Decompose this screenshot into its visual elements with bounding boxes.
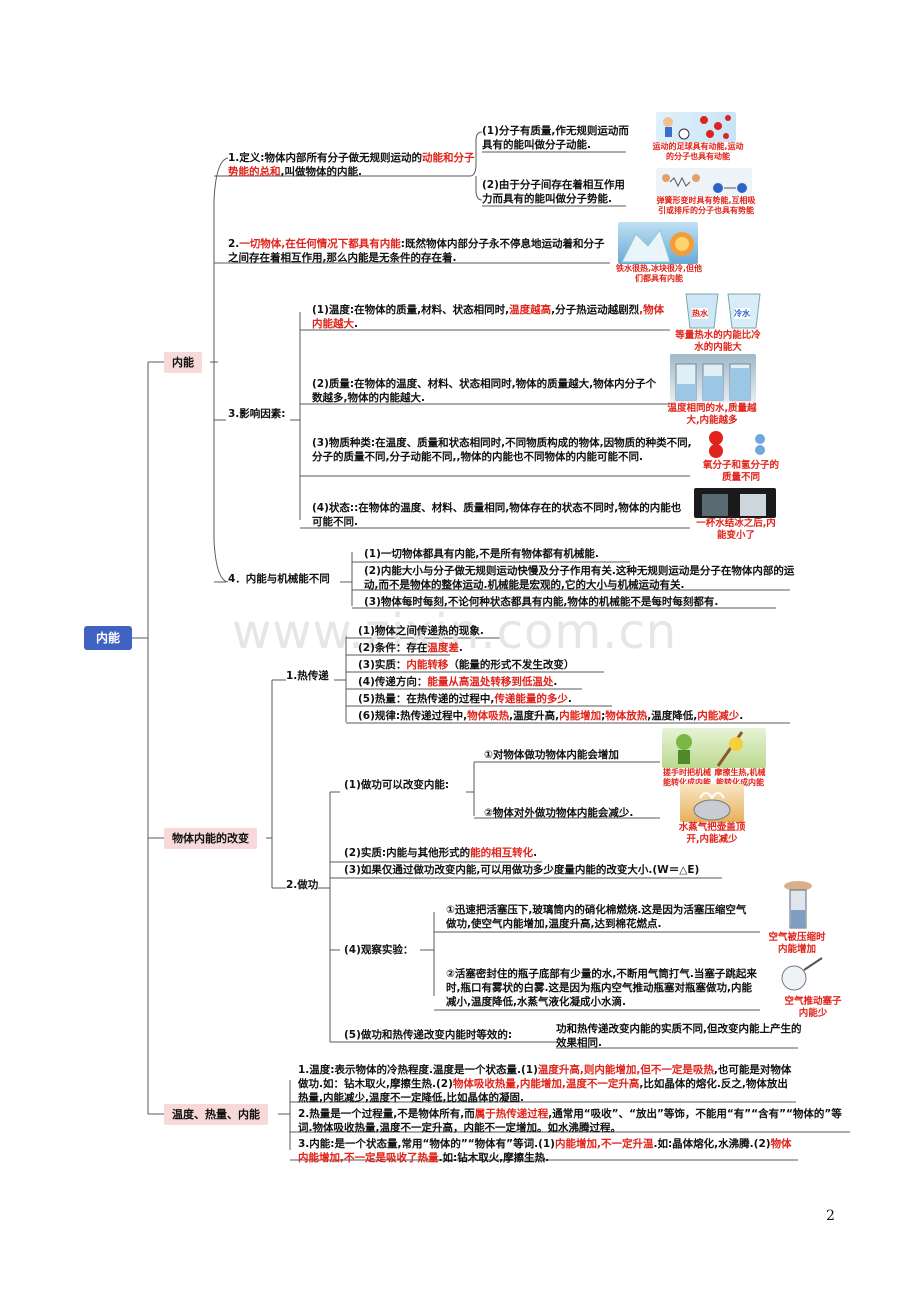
branch-compare[interactable]: 温度、热量、内能 xyxy=(164,1104,268,1125)
factor-kind-text: (3)物质种类:在温度、质量和状态相同时,不同物质构成的物体,因物质的种类不同,… xyxy=(312,437,692,463)
bottle-pump-caption: 空气推动塞子内能少 xyxy=(784,996,842,1019)
always-internal-energy-text: 2.一切物体,在任何情况下都具有内能:既然物体内部分子永不停息地运动着和分子之间… xyxy=(228,238,605,264)
work-1b-text: ②物体对外做功物体内能会减少. xyxy=(484,807,634,819)
compare-internal-energy-text: 3.内能:是一个状态量,常用“物体的”“物体有”等词.(1)内能增加,不一定升温… xyxy=(298,1138,792,1164)
ice-iron-image xyxy=(618,222,698,264)
oxygen-hydrogen-image xyxy=(698,430,778,460)
work-4a-text: ①迅速把活塞压下,玻璃筒内的硝化棉燃烧.这是因为活塞压缩空气做功,使空气内能增加… xyxy=(446,904,747,930)
heat-2-text: (2)条件：存在温度差. xyxy=(358,642,463,654)
factors-label: 3.影响因素: xyxy=(228,408,286,420)
bottle-pump-image xyxy=(778,950,826,994)
rubbing-hands-caption: 搓手时把机械能转化成内能 xyxy=(663,768,711,787)
water-ice-image xyxy=(694,488,776,518)
work-5-text: (5)做功和热传递改变内能时等效的: xyxy=(344,1029,513,1041)
mech-3-text: (3)物体每时每刻,不论何种状态都具有内能,物体的机械能不是每时每刻都有. xyxy=(364,596,719,608)
friction-caption: 摩擦生热,机械能转化成内能 xyxy=(714,768,766,787)
heat-5-text: (5)热量：在热传递的过程中,传递能量的多少. xyxy=(358,693,572,705)
heat-4-text: (4)传递方向：能量从高温处转移到低温处. xyxy=(358,676,558,688)
football-molecule-caption: 运动的足球具有动能,运动的分子也具有动能 xyxy=(652,142,744,161)
spring-molecule-caption: 弹簧形变时具有势能,互相吸引或排斥的分子也具有势能 xyxy=(656,196,756,215)
work-5b-text: 功和热传递改变内能的实质不同,但改变内能上产生的效果相同. xyxy=(556,1023,802,1049)
kettle-steam-image xyxy=(680,784,744,822)
spring-molecule-image xyxy=(656,168,752,196)
root-node[interactable]: 内能 xyxy=(84,626,132,650)
factor-mass-text: (2)质量:在物体的温度、材料、状态相同时,物体的质量越大,物体内分子个数越多,… xyxy=(312,378,657,404)
page-number: 2 xyxy=(826,1208,835,1224)
definition-text: 1.定义:物体内部所有分子做无规则运动的动能和分子势能的总和,叫做物体的内能. xyxy=(228,152,475,178)
mech-label: 4．内能与机械能不同 xyxy=(228,573,330,585)
hot-cold-caption: 等量热水的内能比冷水的内能大 xyxy=(675,330,761,353)
work-2-text: (2)实质:内能与其他形式的能的相互转化. xyxy=(344,847,538,859)
football-molecule-image xyxy=(656,112,736,142)
heat-6-text: (6)规律:热传递过程中,物体吸热,温度升高,内能增加;物体放热,温度降低,内能… xyxy=(358,710,744,722)
heat-3-text: (3)实质：内能转移（能量的形式不发生改变） xyxy=(358,659,575,671)
watermark: www.zixin.com.cn xyxy=(232,604,678,660)
piston-caption: 空气被压缩时内能增加 xyxy=(768,932,826,955)
work-4b-text: ②活塞密封住的瓶子底部有少量的水,不断用气筒打气.当塞子跳起来时,瓶口有雾状的白… xyxy=(446,968,757,1008)
piston-image xyxy=(778,880,818,932)
mech-1-text: (1)一切物体都具有内能,不是所有物体都有机械能. xyxy=(364,548,599,560)
factor-temperature-text: (1)温度:在物体的质量,材料、状态相同时,温度越高,分子热运动越剧烈,物体内能… xyxy=(312,304,665,330)
work-1-text: (1)做功可以改变内能: xyxy=(344,779,450,791)
branch-neineng[interactable]: 内能 xyxy=(164,352,202,373)
molecular-kinetic-text: (1)分子有质量,作无规则运动而具有的能叫做分子动能. xyxy=(482,125,629,151)
work-1a-text: ①对物体做功物体内能会增加 xyxy=(484,749,619,761)
kettle-steam-caption: 水蒸气把壶盖顶开,内能减少 xyxy=(678,822,746,845)
heat-1-text: (1)物体之间传递热的现象. xyxy=(358,625,484,637)
mech-2-text: (2)内能大小与分子做无规则运动快慢及分子作用有关.这种无规则运动是分子在物体内… xyxy=(364,565,795,591)
rubbing-hands-image xyxy=(662,728,766,768)
cold-water-label: 冷水 xyxy=(734,308,750,319)
compare-temperature-text: 1.温度:表示物体的冷热程度.温度是一个状态量.(1)温度升高,则内能增加,但不… xyxy=(298,1064,792,1104)
hot-water-label: 热水 xyxy=(692,308,708,319)
work-label: 2.做功 xyxy=(286,879,319,891)
water-glasses-image xyxy=(670,354,756,402)
work-3-text: (3)如果仅通过做功改变内能,可以用做功多少度量内能的改变大小.(W＝△E) xyxy=(344,864,700,876)
molecular-potential-text: (2)由于分子间存在着相互作用力而具有的能叫做分子势能. xyxy=(482,179,625,205)
work-4-label: (4)观察实验： xyxy=(344,944,414,956)
hot-cold-water-image: 热水 冷水 xyxy=(680,290,764,330)
oxygen-hydrogen-caption: 氧分子和氢分子的质量不同 xyxy=(702,460,779,483)
ice-iron-caption: 铁水很热,冰块很冷,但他们都具有内能 xyxy=(615,264,703,283)
compare-heat-text: 2.热量是一个过程量,不是物体所有,而属于热传递过程,通常用“吸收”、“放出”等… xyxy=(298,1108,842,1134)
water-glasses-caption: 温度相同的水,质量越大,内能越多 xyxy=(667,403,757,426)
water-ice-caption: 一杯水结冰之后,内能变小了 xyxy=(696,518,776,541)
factor-state-text: (4)状态::在物体的温度、材料、质量相同,物体存在的状态不同时,物体的内能也可… xyxy=(312,502,682,528)
branch-change[interactable]: 物体内能的改变 xyxy=(164,828,257,849)
heat-transfer-label: 1.热传递 xyxy=(286,670,329,682)
